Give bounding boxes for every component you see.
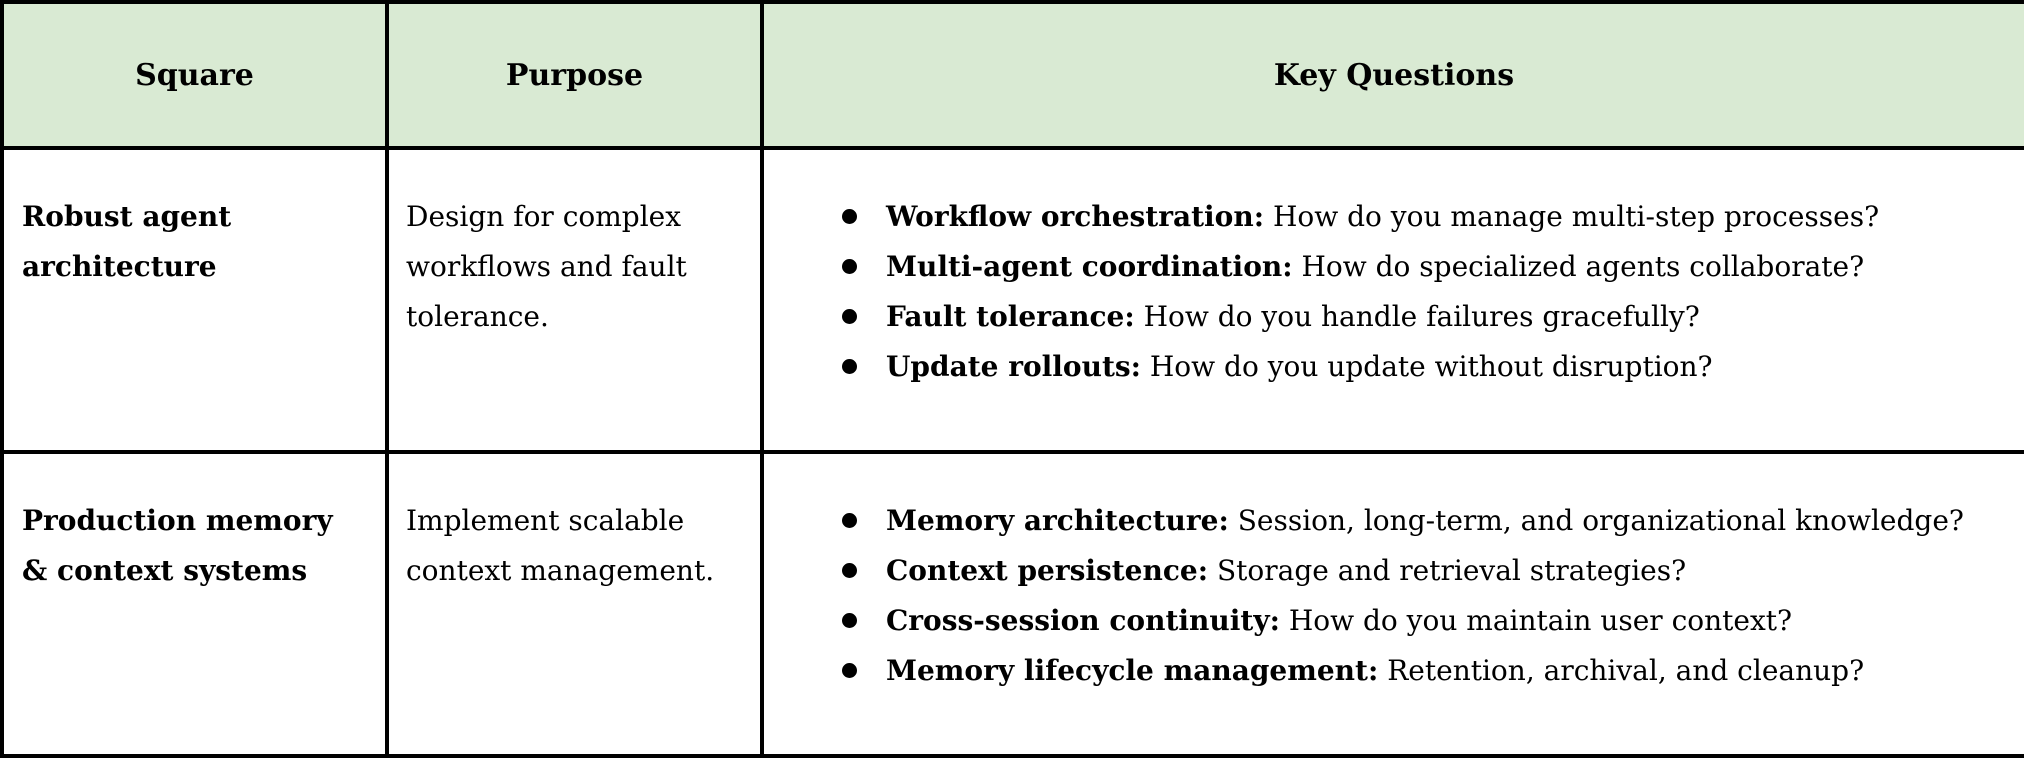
- questions-list: Memory architecture: Session, long-term,…: [768, 496, 2004, 696]
- column-header-square: Square: [0, 0, 389, 150]
- question-item: Context persistence: Storage and retriev…: [842, 546, 2004, 596]
- purpose-cell: Design for complex workflows and fault t…: [385, 146, 764, 454]
- table-row: Robust agent architecture Design for com…: [0, 146, 2024, 454]
- question-text: How do you handle failures gracefully?: [1134, 300, 1700, 333]
- bullet-icon: [842, 359, 857, 374]
- question-item: Workflow orchestration: How do you manag…: [842, 192, 2004, 242]
- key-questions-cell: Workflow orchestration: How do you manag…: [760, 146, 2024, 454]
- question-item: Fault tolerance: How do you handle failu…: [842, 292, 2004, 342]
- question-label: Memory lifecycle management:: [886, 654, 1379, 687]
- question-label: Multi-agent coordination:: [886, 250, 1293, 283]
- question-text: Session, long-term, and organizational k…: [1228, 504, 1964, 537]
- table-row: Production memory & context systems Impl…: [0, 450, 2024, 758]
- bullet-icon: [842, 663, 857, 678]
- question-item: Memory architecture: Session, long-term,…: [842, 496, 2004, 546]
- square-cell: Robust agent architecture: [0, 146, 389, 454]
- question-label: Context persistence:: [886, 554, 1209, 587]
- column-header-purpose: Purpose: [385, 0, 764, 150]
- question-label: Workflow orchestration:: [886, 200, 1265, 233]
- question-item: Cross-session continuity: How do you mai…: [842, 596, 2004, 646]
- bullet-icon: [842, 259, 857, 274]
- question-text: How do you update without disruption?: [1140, 350, 1713, 383]
- bullet-icon: [842, 613, 857, 628]
- question-label: Fault tolerance:: [886, 300, 1135, 333]
- square-cell: Production memory & context systems: [0, 450, 389, 758]
- bullet-icon: [842, 209, 857, 224]
- bullet-icon: [842, 513, 857, 528]
- question-text: How do you maintain user context?: [1279, 604, 1793, 637]
- question-text: How do you manage multi-step processes?: [1264, 200, 1880, 233]
- questions-list: Workflow orchestration: How do you manag…: [768, 192, 2004, 392]
- question-text: Retention, archival, and cleanup?: [1378, 654, 1865, 687]
- question-label: Cross-session continuity:: [886, 604, 1280, 637]
- question-item: Multi-agent coordination: How do special…: [842, 242, 2004, 292]
- question-text: Storage and retrieval strategies?: [1208, 554, 1687, 587]
- question-item: Memory lifecycle management: Retention, …: [842, 646, 2004, 696]
- column-header-key-questions: Key Questions: [760, 0, 2024, 150]
- question-text: How do specialized agents collaborate?: [1292, 250, 1865, 283]
- key-questions-cell: Memory architecture: Session, long-term,…: [760, 450, 2024, 758]
- bullet-icon: [842, 563, 857, 578]
- question-item: Update rollouts: How do you update witho…: [842, 342, 2004, 392]
- bullet-icon: [842, 309, 857, 324]
- purpose-cell: Implement scalable context management.: [385, 450, 764, 758]
- table-header-row: Square Purpose Key Questions: [0, 0, 2024, 150]
- question-label: Update rollouts:: [886, 350, 1141, 383]
- question-label: Memory architecture:: [886, 504, 1229, 537]
